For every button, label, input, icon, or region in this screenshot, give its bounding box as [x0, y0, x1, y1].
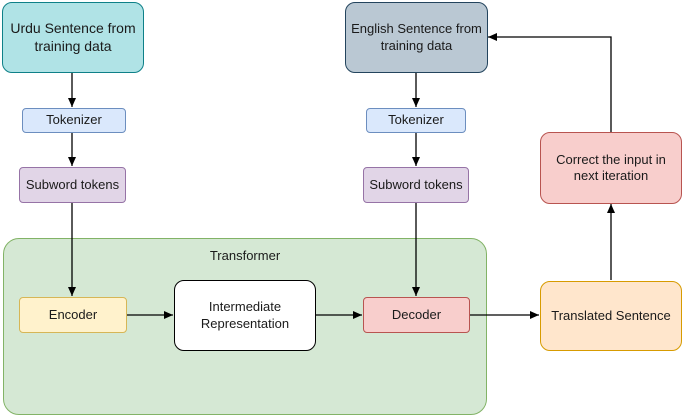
intermediate-representation-node: Intermediate Representation — [174, 280, 316, 351]
tokenizer-left-node: Tokenizer — [22, 108, 126, 133]
subword-tokens-left-node: Subword tokens — [19, 167, 126, 203]
english-sentence-node: English Sentence from training data — [345, 2, 488, 73]
encoder-node: Encoder — [19, 297, 127, 333]
urdu-sentence-node: Urdu Sentence from training data — [2, 2, 144, 73]
tokenizer-right-node: Tokenizer — [366, 108, 466, 133]
decoder-node: Decoder — [363, 297, 470, 333]
correct-input-node: Correct the input in next iteration — [540, 132, 682, 204]
subword-tokens-right-node: Subword tokens — [363, 167, 469, 203]
edge-correct-to-english — [488, 33, 612, 132]
transformer-label: Transformer — [209, 248, 281, 263]
translated-sentence-node: Translated Sentence — [540, 281, 682, 351]
